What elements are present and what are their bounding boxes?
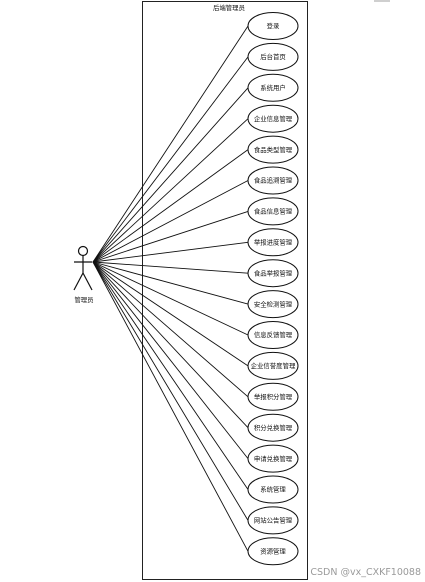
use-case-ellipse xyxy=(247,104,299,133)
use-case: 系统管理 xyxy=(247,475,299,504)
association-lines xyxy=(92,25,249,552)
association-line xyxy=(92,261,249,274)
actor-label: 管理员 xyxy=(74,295,93,304)
use-case-ellipse xyxy=(247,42,299,71)
actor-head xyxy=(77,245,89,257)
use-case-label: 网站公告管理 xyxy=(254,516,293,525)
use-case-label: 后台首页 xyxy=(260,52,286,61)
association-line xyxy=(92,261,249,521)
use-case-ellipse xyxy=(247,197,299,226)
use-case-label: 举报积分管理 xyxy=(254,392,293,401)
use-case-label: 食品类型管理 xyxy=(254,145,293,154)
association-line xyxy=(92,118,249,263)
use-case: 信息反馈管理 xyxy=(247,321,299,349)
use-case-label: 资源管理 xyxy=(260,547,286,556)
use-case-ellipse xyxy=(247,228,299,257)
use-case-label: 食品举报管理 xyxy=(254,268,293,277)
system-boundary xyxy=(142,1,308,580)
use-case-ellipse xyxy=(247,537,299,566)
watermark: CSDN @vx_CXKF10088 xyxy=(310,567,421,578)
association-line xyxy=(92,180,249,263)
association-line xyxy=(92,241,249,263)
use-case: 举报进度管理 xyxy=(247,228,299,257)
use-case-ellipse xyxy=(247,475,299,504)
use-case-ellipse xyxy=(247,290,299,319)
use-case-ellipse xyxy=(247,413,299,442)
association-line xyxy=(92,261,249,552)
use-case-ellipse xyxy=(247,166,299,195)
use-cases: 登录后台首页系统用户企业信息管理食品类型管理食品追溯管理食品信息管理举报进度管理… xyxy=(247,12,299,566)
use-case: 食品追溯管理 xyxy=(247,166,299,195)
association-line xyxy=(92,261,249,398)
use-case: 后台首页 xyxy=(247,42,299,71)
use-case-ellipse xyxy=(247,321,299,349)
use-case: 登录 xyxy=(247,12,299,40)
use-case-ellipse xyxy=(247,259,299,288)
use-case-ellipse xyxy=(247,351,299,380)
use-case-label: 举报进度管理 xyxy=(254,238,293,247)
use-case-ellipse xyxy=(247,444,299,473)
use-case-label: 食品信息管理 xyxy=(254,207,293,216)
association-line xyxy=(92,149,249,263)
association-line xyxy=(92,261,249,459)
association-line xyxy=(92,210,249,263)
association-line xyxy=(92,25,249,263)
use-case: 积分兑换管理 xyxy=(247,413,299,442)
actor-left-leg xyxy=(73,272,84,291)
use-case-label: 系统用户 xyxy=(260,83,286,92)
use-case: 安全检测管理 xyxy=(247,290,299,319)
use-case: 食品信息管理 xyxy=(247,197,299,226)
use-case: 系统用户 xyxy=(247,73,299,102)
association-line xyxy=(92,261,249,429)
use-case: 企业信息管理 xyxy=(247,104,299,133)
use-case-ellipse xyxy=(247,382,299,411)
use-case-ellipse xyxy=(247,73,299,102)
use-case-label: 安全检测管理 xyxy=(254,299,293,308)
association-line xyxy=(92,261,249,305)
top-edge-mark xyxy=(374,0,390,2)
use-case-label: 登录 xyxy=(267,21,280,30)
use-case-label: 企业信息管理 xyxy=(254,114,293,123)
system-title: 后端管理员 xyxy=(213,3,245,12)
use-case-label: 企业信誉度管理 xyxy=(251,361,296,370)
use-case-label: 积分兑换管理 xyxy=(254,423,293,432)
use-case-label: 系统管理 xyxy=(260,485,286,494)
use-case-ellipse xyxy=(247,506,299,535)
use-case-label: 食品追溯管理 xyxy=(254,176,293,185)
actor-right-leg xyxy=(82,272,93,291)
use-case-label: 申请兑换管理 xyxy=(254,454,293,463)
use-case: 申请兑换管理 xyxy=(247,444,299,473)
use-case: 食品举报管理 xyxy=(247,259,299,288)
association-line xyxy=(92,261,249,336)
association-line xyxy=(92,56,249,263)
use-case-label: 信息反馈管理 xyxy=(254,330,293,339)
use-case: 举报积分管理 xyxy=(247,382,299,411)
association-line xyxy=(92,261,249,367)
association-line xyxy=(92,87,249,263)
association-line xyxy=(92,261,249,490)
actor-figure xyxy=(73,245,93,291)
use-case: 资源管理 xyxy=(247,537,299,566)
use-case-ellipse xyxy=(247,12,299,40)
use-case: 网站公告管理 xyxy=(247,506,299,535)
use-case: 食品类型管理 xyxy=(247,135,299,164)
use-case: 企业信誉度管理 xyxy=(247,351,299,380)
use-case-ellipse xyxy=(247,135,299,164)
